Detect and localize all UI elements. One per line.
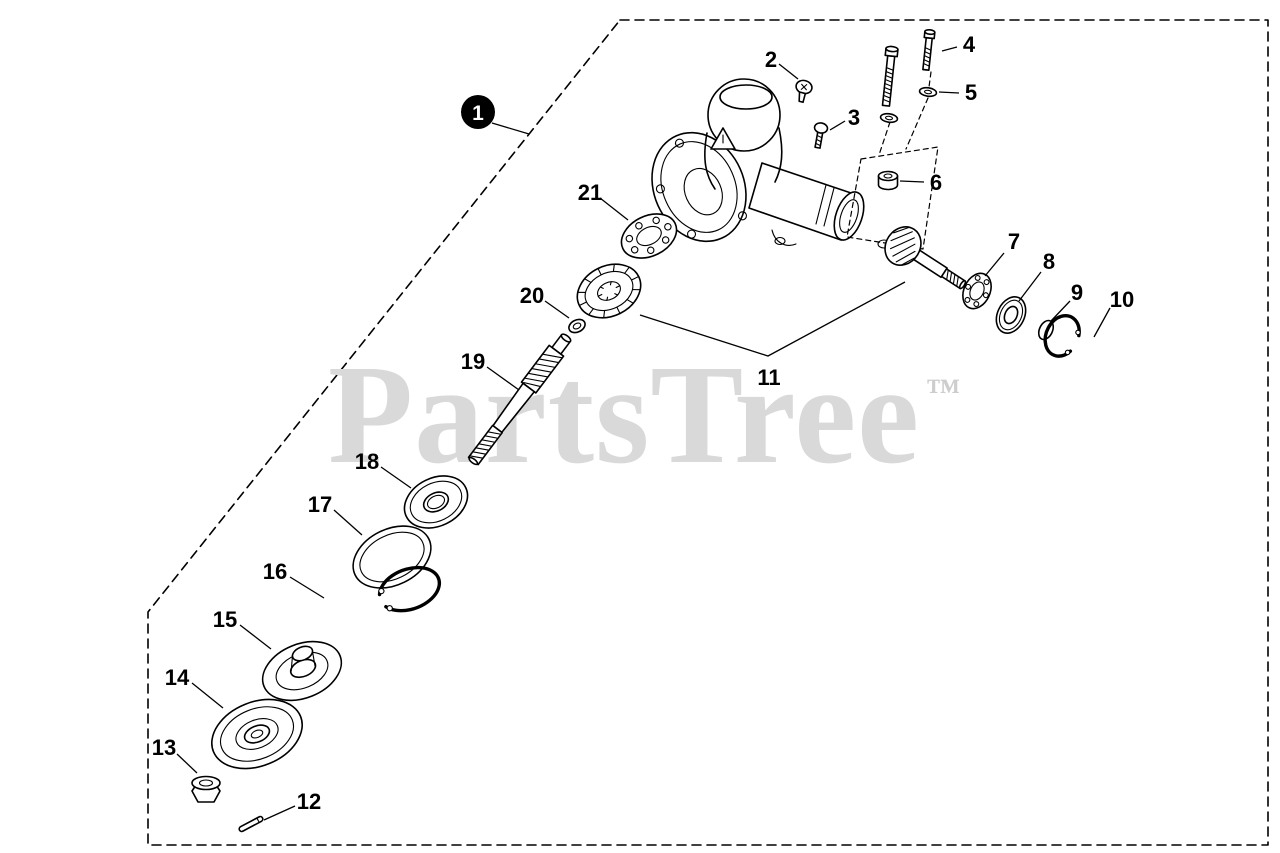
callout-17-label: 17 [308,492,332,517]
callout-1-badge [461,95,495,129]
part-bearing-21 [620,213,678,259]
part-bevel-gear-large [576,263,642,319]
part-washer-5a [879,112,899,124]
part-screw-2 [795,79,813,104]
part-ring-20 [568,318,586,334]
callout-20-label: 20 [520,283,544,308]
diagram-border [147,19,1269,846]
callout-6-label: 6 [930,170,942,195]
callout-labels: 1 2 3 4 5 6 7 8 9 10 11 12 13 14 15 16 1… [152,32,1134,814]
callout-3-label: 3 [848,105,860,130]
part-bolt-short-4 [922,28,936,71]
callout-15-label: 15 [213,607,237,632]
part-cotter-pin-12 [238,815,264,833]
callout-12-label: 12 [297,789,321,814]
part-nut-13 [191,775,221,803]
part-screw-3 [813,122,829,149]
part-pinion-shaft-11 [884,226,967,290]
watermark-trademark: ™ [926,373,960,410]
part-bearing-8 [995,296,1027,334]
callout-8-label: 8 [1043,249,1055,274]
callout-13-label: 13 [152,735,176,760]
callout-1-label: 1 [472,102,484,125]
part-shim-washer-17 [352,525,432,589]
part-nut-6 [877,170,899,191]
callout-2-label: 2 [765,47,777,72]
callout-18-label: 18 [355,449,379,474]
callout-9-label: 9 [1071,280,1083,305]
part-disc-14 [211,698,303,770]
part-bolt-long-4 [881,45,899,107]
part-snap-ring-16 [377,565,442,613]
callout-4-label: 4 [963,32,976,57]
callout-5-label: 5 [965,80,977,105]
callout-11-label: 11 [757,365,780,390]
leader-lines [176,46,1111,821]
callout-14-label: 14 [165,665,190,690]
callout-10-label: 10 [1110,287,1134,312]
watermark-text: PartsTree [328,335,920,493]
part-drive-shaft-19 [467,333,572,466]
part-washer-5b [918,86,938,98]
part-clamp-plate [846,71,939,250]
callout-16-label: 16 [263,559,287,584]
part-gear-head-housing [651,78,865,246]
part-snap-ring-10 [1043,314,1081,358]
callout-7-label: 7 [1008,229,1020,254]
callout-19-label: 19 [461,349,485,374]
part-bearing-18 [403,475,469,529]
part-bearing-7 [962,272,992,310]
callout-21-label: 21 [578,180,602,205]
part-cup-washer-15 [261,640,343,702]
